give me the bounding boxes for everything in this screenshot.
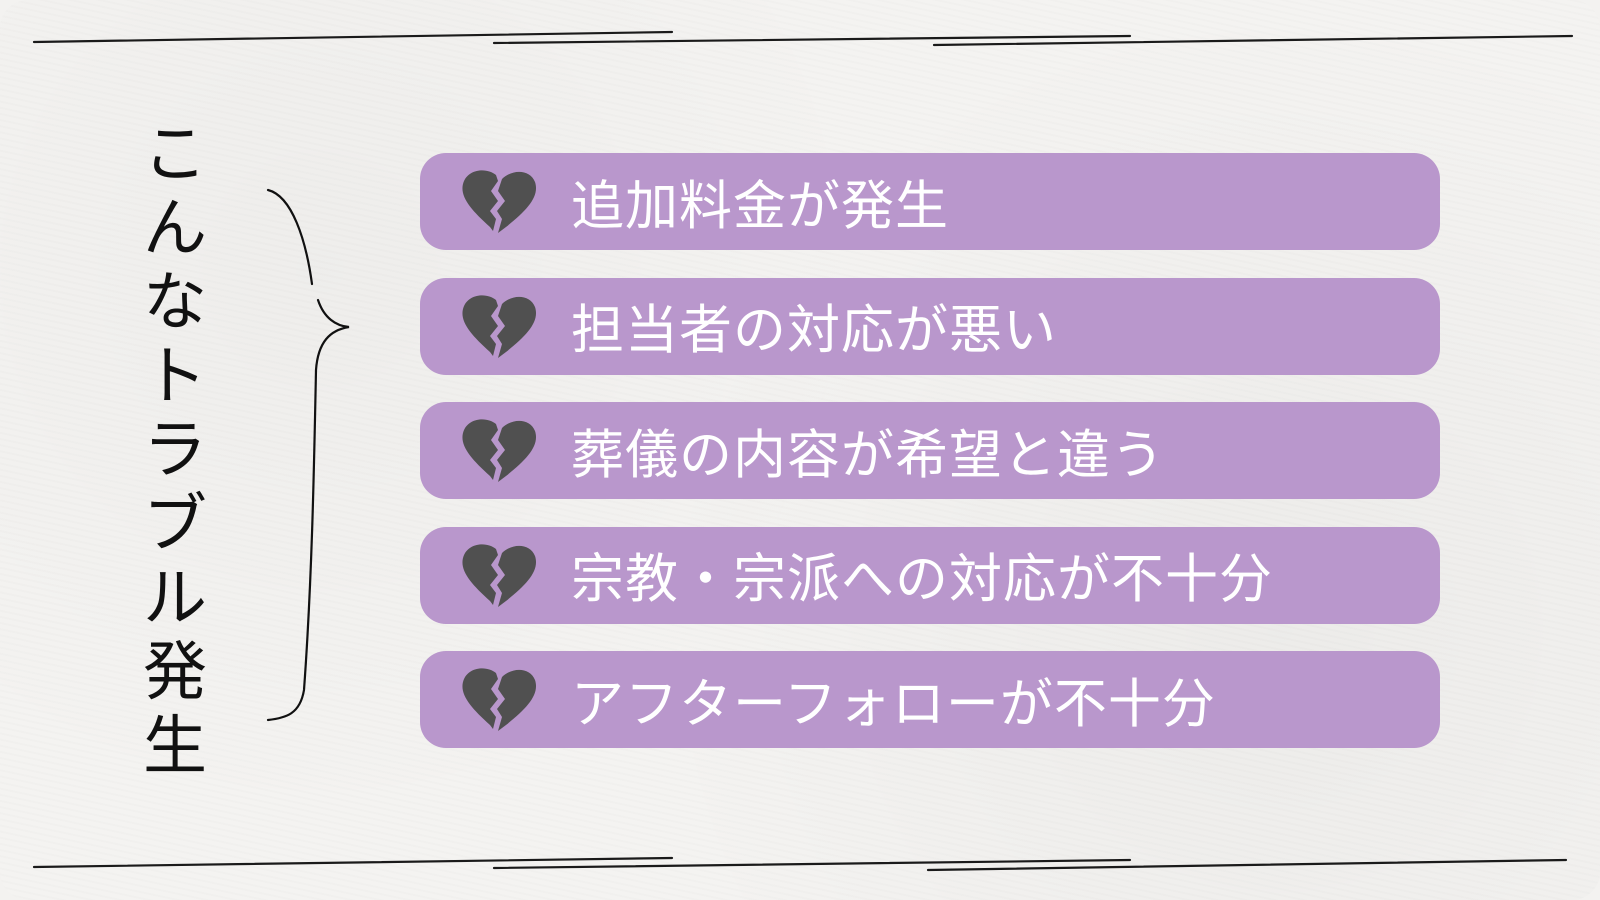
broken-heart-icon [462, 668, 537, 731]
broken-heart-icon [462, 294, 537, 358]
trouble-label: 宗教・宗派への対応が不十分 [571, 549, 1273, 610]
trouble-item: 葬儀の内容が希望と違う [420, 402, 1440, 499]
title-char: ブ [143, 488, 207, 562]
bottom-line-3 [926, 858, 1568, 872]
bottom-line-2 [492, 858, 1132, 870]
title-char: ル [143, 562, 207, 636]
trouble-label: 葬儀の内容が希望と違う [571, 424, 1165, 486]
trouble-label: 追加料金が発生 [571, 175, 949, 237]
title-char: ん [143, 192, 207, 266]
broken-heart-icon [462, 170, 537, 233]
title-char: 生 [143, 710, 207, 784]
title-char: な [143, 266, 207, 340]
title-char: ラ [143, 414, 207, 488]
title-char: 発 [143, 636, 207, 710]
trouble-label: アフターフォローが不十分 [571, 673, 1216, 735]
top-line-3 [932, 34, 1574, 47]
bottom-line-1 [32, 856, 674, 869]
vertical-title: こ ん な ト ラ ブ ル 発 生 [135, 118, 215, 784]
curly-brace [266, 188, 350, 722]
trouble-item: 宗教・宗派への対応が不十分 [420, 526, 1440, 624]
broken-heart-icon [462, 419, 537, 482]
top-line-1 [32, 30, 674, 44]
title-char: ト [143, 340, 207, 414]
trouble-item: アフターフォローが不十分 [420, 651, 1440, 748]
trouble-label: 担当者の対応が悪い [571, 300, 1057, 361]
trouble-item: 担当者の対応が悪い [420, 277, 1440, 375]
trouble-item: 追加料金が発生 [420, 153, 1440, 250]
broken-heart-icon [462, 543, 537, 607]
title-char: こ [143, 118, 207, 192]
top-line-2 [492, 34, 1132, 45]
